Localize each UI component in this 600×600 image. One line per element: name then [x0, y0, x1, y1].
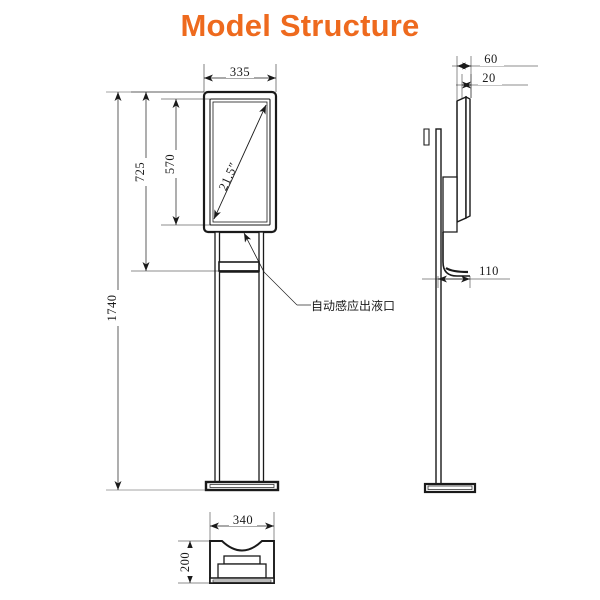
side-screen-back-edge — [465, 95, 471, 220]
base-detail-foot-inner — [212, 579, 272, 583]
base-plate-inner — [209, 484, 275, 488]
dim-340-label: 340 — [233, 513, 253, 527]
base-detail-upper-step — [223, 555, 261, 565]
dim-725-label: 725 — [133, 162, 147, 182]
dim-570-text-bg — [168, 150, 181, 178]
dim-1740-label: 1740 — [105, 295, 119, 322]
dim-340-text-bg — [229, 514, 257, 526]
dim-60-text-bg — [480, 53, 504, 66]
dim-110-label: 110 — [479, 264, 499, 278]
dim-200-text-bg — [183, 548, 196, 576]
screen-diagonal-line — [213, 104, 267, 220]
dimension-340: 340 — [209, 512, 275, 541]
front-dispenser-unit — [218, 261, 260, 273]
side-base-inner — [427, 485, 473, 490]
page-title: Model Structure — [180, 8, 420, 43]
dimension-200: 200 — [178, 540, 210, 584]
dispenser-annotation-label: 自动感应出液口 — [311, 298, 395, 313]
base-detail-lower-step — [217, 563, 267, 579]
dimension-20: 20 — [456, 71, 528, 99]
dim-725-text-bg — [138, 158, 151, 186]
side-base-plate — [423, 482, 477, 494]
bottom-detail-view: 340 200 — [178, 512, 275, 584]
dispenser-leader-arrow — [243, 232, 265, 273]
dim-200-label: 200 — [178, 552, 192, 572]
side-dispenser-nozzle — [445, 267, 469, 274]
dim-20-text-bg — [478, 72, 502, 85]
side-pole — [435, 128, 442, 485]
dispenser-leader-line — [263, 271, 298, 306]
side-pole-body — [435, 128, 442, 485]
side-screen-panel — [456, 95, 471, 224]
front-view: 21.5″ — [105, 64, 395, 492]
side-dispenser-body — [442, 176, 458, 233]
dim-335-text-bg — [226, 66, 254, 78]
front-base-plate — [204, 480, 280, 492]
dispenser-annotation: 自动感应出液口 — [243, 232, 395, 313]
dimension-570: 570 — [161, 98, 210, 226]
side-screen-body — [456, 95, 467, 224]
side-pole-bracket — [423, 128, 430, 146]
dimension-110: 110 — [422, 264, 510, 288]
dim-20-label: 20 — [482, 71, 496, 85]
dimension-60: 60 — [452, 52, 538, 100]
dispenser-body — [218, 261, 260, 272]
dim-110-text-bg — [477, 265, 503, 278]
dim-1740-text-bg — [109, 290, 123, 326]
dim-570-label: 570 — [163, 154, 177, 174]
dimension-1740: 1740 — [105, 91, 206, 491]
side-view: 60 20 110 — [422, 52, 538, 494]
dim-335-label: 335 — [230, 65, 250, 79]
dim-60-label: 60 — [484, 52, 498, 66]
dimension-335: 335 — [203, 64, 277, 92]
